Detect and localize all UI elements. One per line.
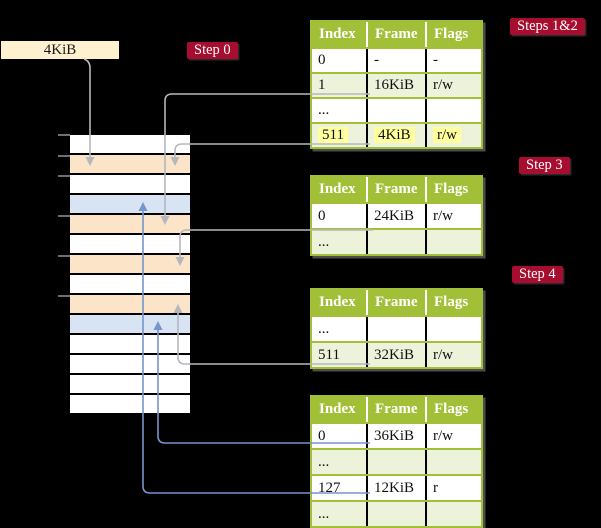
- cell-index: 127: [318, 480, 341, 496]
- badge-step-0: Step 0: [187, 42, 238, 59]
- memory-frame-row: [70, 295, 190, 315]
- column-header-index: Index: [319, 294, 356, 310]
- highlight: r/w: [433, 127, 461, 143]
- cell-flags: -: [425, 49, 481, 72]
- column-header-flags: Flags: [425, 397, 481, 422]
- cell-frame: 24KiB: [366, 204, 425, 228]
- cell-frame: [366, 502, 425, 526]
- table-row: 127 12KiB r: [312, 474, 481, 500]
- memory-frame-row: [70, 395, 190, 415]
- cell-index: 511: [312, 124, 366, 147]
- cell-frame: 36KiB: [366, 424, 425, 448]
- table-row: 511 32KiB r/w: [312, 341, 481, 367]
- memory-frame-row: [70, 375, 190, 395]
- highlight: 4KiB: [374, 127, 415, 143]
- cell-index: ...: [318, 506, 330, 522]
- highlight: 511: [318, 127, 348, 143]
- cell-frame: [366, 230, 425, 254]
- memory-frame-row: [70, 135, 190, 155]
- memory-frame-row: [70, 215, 190, 235]
- table-header-row: Index Frame Flags: [312, 22, 481, 47]
- memory-frame-row: [70, 255, 190, 275]
- table-row: ...: [312, 500, 481, 526]
- cell-flags: [425, 230, 481, 254]
- cell-frame: 12KiB: [366, 476, 425, 500]
- badge-step-4: Step 4: [512, 266, 563, 283]
- table-row-highlighted: 511 4KiB r/w: [312, 122, 481, 147]
- column-header-frame: Frame: [366, 397, 425, 422]
- column-header-flags: Flags: [425, 22, 481, 47]
- page-table-level3: Index Frame Flags ... 511 32KiB r/w: [310, 288, 483, 369]
- table-row: ...: [312, 448, 481, 474]
- memory-frame-row: [70, 335, 190, 355]
- memory-frame-row: [70, 355, 190, 375]
- memory-frame-row: [70, 175, 190, 195]
- memory-frame-row: [70, 155, 190, 175]
- cell-flags: [425, 317, 481, 341]
- cell-frame: 16KiB: [366, 74, 425, 97]
- cell-index: 0: [318, 208, 326, 224]
- column-header-frame: Frame: [366, 177, 425, 202]
- cell-flags: [425, 450, 481, 474]
- column-header-flags: Flags: [425, 177, 481, 202]
- page-table-root: Index Frame Flags 0 - - 1 16KiB r/w ... …: [310, 20, 483, 149]
- cell-flags: r/w: [425, 124, 481, 147]
- memory-frame-row: [70, 235, 190, 255]
- column-header-frame: Frame: [366, 22, 425, 47]
- page-table-level2: Index Frame Flags 0 24KiB r/w ...: [310, 175, 483, 256]
- cell-index: ...: [318, 454, 330, 470]
- cell-frame: [366, 317, 425, 341]
- cell-flags: r/w: [425, 343, 481, 367]
- cell-flags: r/w: [425, 74, 481, 97]
- column-header-index: Index: [319, 26, 356, 42]
- cell-index: 511: [318, 347, 340, 363]
- badge-steps-1-2: Steps 1&2: [510, 18, 585, 35]
- physical-memory-column: [70, 135, 190, 415]
- memory-frame-row: [70, 195, 190, 215]
- cell-flags: [425, 99, 481, 122]
- cell-index: 0: [318, 52, 326, 68]
- column-header-index: Index: [319, 401, 356, 417]
- table-row: 0 24KiB r/w: [312, 202, 481, 228]
- table-row: ...: [312, 228, 481, 254]
- cell-frame: -: [366, 49, 425, 72]
- table-row: 0 36KiB r/w: [312, 422, 481, 448]
- cell-frame: 4KiB: [366, 124, 425, 147]
- cell-flags: r: [425, 476, 481, 500]
- cell-index: ...: [318, 321, 330, 337]
- table-row: 1 16KiB r/w: [312, 72, 481, 97]
- page-table-leaf: Index Frame Flags 0 36KiB r/w ... 127 12…: [310, 395, 483, 528]
- cell-index: ...: [318, 102, 330, 118]
- memory-ticks: [58, 134, 70, 297]
- cell-flags: r/w: [425, 424, 481, 448]
- table-row: 0 - -: [312, 47, 481, 72]
- cell-index: ...: [318, 234, 330, 250]
- column-header-frame: Frame: [366, 290, 425, 315]
- cell-flags: r/w: [425, 204, 481, 228]
- memory-frame-row: [70, 315, 190, 335]
- table-header-row: Index Frame Flags: [312, 290, 481, 315]
- table-row: ...: [312, 97, 481, 122]
- frame-size-label: 4KiB: [1, 41, 119, 59]
- cell-index: 0: [318, 428, 326, 444]
- table-row: ...: [312, 315, 481, 341]
- cell-flags: [425, 502, 481, 526]
- table-header-row: Index Frame Flags: [312, 397, 481, 422]
- cell-frame: 32KiB: [366, 343, 425, 367]
- column-header-index: Index: [319, 181, 356, 197]
- table-header-row: Index Frame Flags: [312, 177, 481, 202]
- cell-frame: [366, 99, 425, 122]
- memory-frame-row: [70, 275, 190, 295]
- column-header-flags: Flags: [425, 290, 481, 315]
- cell-index: 1: [318, 77, 326, 93]
- cell-frame: [366, 450, 425, 474]
- badge-step-3: Step 3: [519, 157, 570, 174]
